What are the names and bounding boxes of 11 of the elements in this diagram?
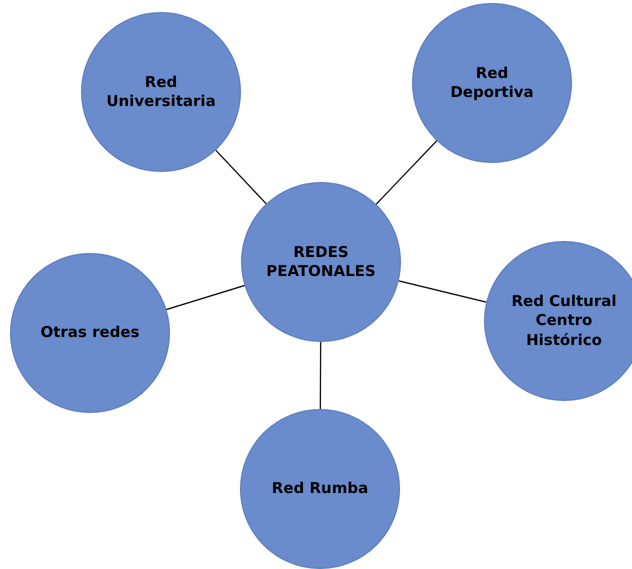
node-label: Otras redes	[39, 323, 140, 343]
node-label: Red Rumba	[270, 479, 370, 499]
node-label: Red Universitaria	[105, 72, 217, 112]
connector-line	[215, 150, 267, 204]
connector-line	[376, 140, 438, 205]
node-label: Red Deportiva	[449, 64, 535, 102]
connector-line	[398, 280, 486, 303]
node-label: REDES PEATONALES	[265, 242, 377, 282]
connector-line	[320, 342, 322, 409]
node-label: Red Cultural Centro Histórico	[510, 292, 618, 350]
connector-line	[166, 284, 245, 310]
